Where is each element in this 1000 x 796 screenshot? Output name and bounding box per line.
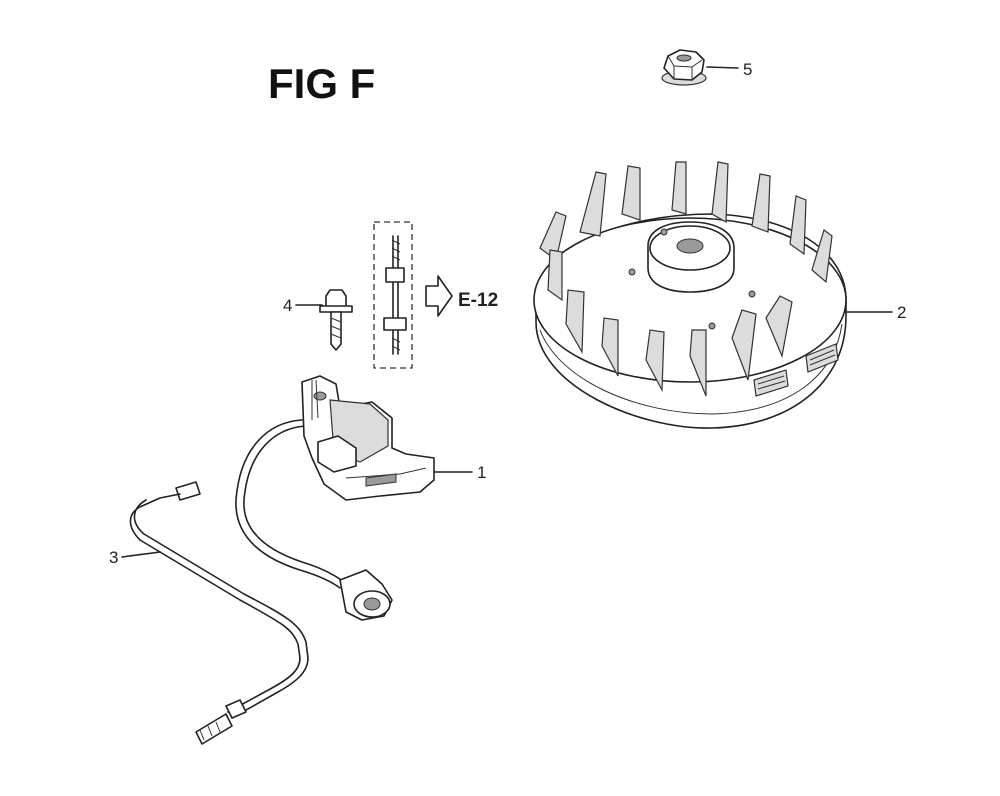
bolt-part-4	[319, 289, 353, 351]
callout-5: 5	[743, 60, 752, 79]
callout-2: 2	[897, 303, 906, 322]
callout-1: 1	[477, 463, 486, 482]
leader-line-3	[121, 551, 161, 558]
stop-wire-part-3	[129, 481, 309, 745]
callout-4: 4	[283, 296, 292, 315]
arrow-icon	[425, 275, 453, 317]
flange-nut-part-5	[661, 49, 707, 86]
figure-title: FIG F	[268, 60, 375, 107]
leader-line-5	[706, 66, 739, 69]
callout-3: 3	[109, 548, 118, 567]
ignition-coil-part-1	[235, 375, 435, 621]
reference-inset	[373, 221, 413, 369]
reference-link[interactable]: E-12	[458, 290, 498, 311]
flywheel-part-2	[533, 161, 847, 429]
